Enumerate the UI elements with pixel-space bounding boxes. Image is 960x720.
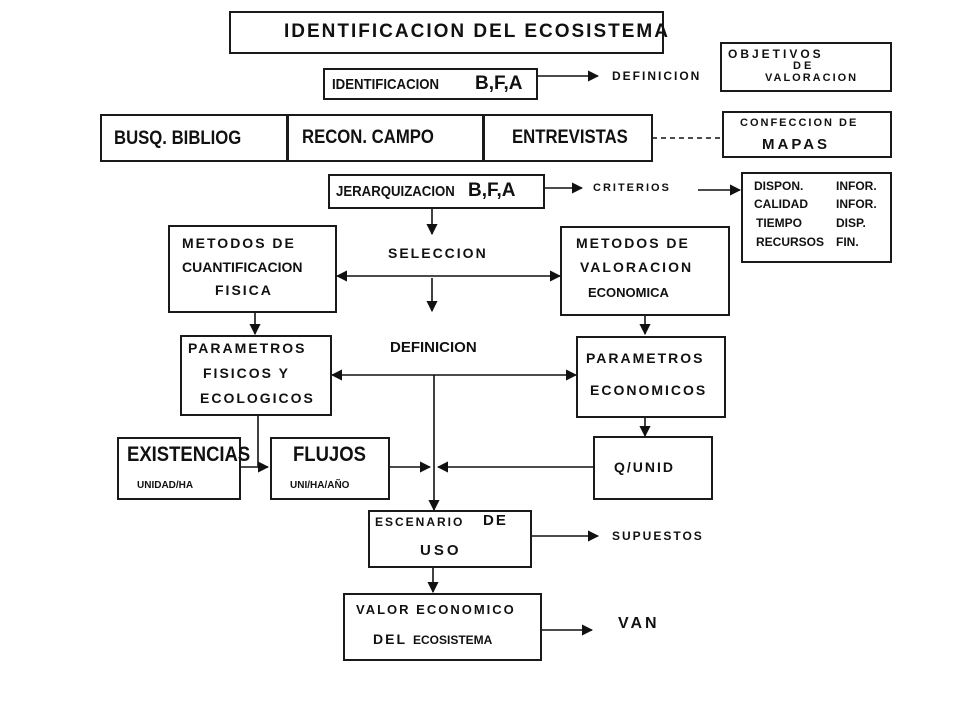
metodos-fisica-line2: CUANTIFICACION (182, 259, 303, 275)
metodos-economica-line2: VALORACION (580, 259, 694, 275)
confeccion-line1: CONFECCION DE (740, 117, 859, 129)
q-unid-label: Q/UNID (614, 459, 675, 475)
existencias-unit: UNIDAD/HA (137, 480, 194, 491)
jerarquizacion-bfa: B,F,A (468, 180, 516, 201)
criterio-2a: CALIDAD (754, 197, 808, 211)
entrevistas-box (483, 114, 653, 162)
escenario-line1b: DE (483, 512, 508, 529)
criterios-label: CRITERIOS (593, 182, 671, 194)
escenario-box (368, 510, 532, 568)
existencias-label: EXISTENCIAS (127, 443, 251, 466)
objetivos-box (720, 42, 892, 92)
criterio-4a: RECURSOS (756, 235, 825, 249)
criterio-1a: DISPON. (754, 179, 804, 193)
parametros-economicos-box (576, 336, 726, 418)
identificacion-box (323, 68, 538, 100)
valor-line1: VALOR ECONOMICO (356, 602, 516, 617)
objetivos-line1: OBJETIVOS (728, 47, 824, 61)
valor-line2b: ECOSISTEMA (413, 633, 493, 647)
flujos-unit: UNI/HA/AÑO (290, 480, 350, 491)
supuestos-label: SUPUESTOS (612, 529, 704, 543)
criterio-2b: INFOR. (836, 197, 877, 211)
parametros-economicos-line1: PARAMETROS (586, 350, 705, 366)
existencias-box (117, 437, 241, 500)
metodos-economica-box (560, 226, 730, 316)
metodos-fisica-line1: METODOS DE (182, 235, 296, 251)
confeccion-mapas-box (722, 111, 892, 158)
criterio-4b: FIN. (836, 235, 859, 249)
jerarquizacion-box (328, 174, 545, 209)
metodos-fisica-line3: FISICA (215, 282, 273, 298)
van-label: VAN (618, 615, 660, 632)
metodos-fisica-box (168, 225, 337, 313)
parametros-fisicos-line3: ECOLOGICOS (200, 390, 315, 406)
entrevistas-label: ENTREVISTAS (512, 127, 628, 148)
recon-campo-label: RECON. CAMPO (302, 127, 434, 148)
title-text: IDENTIFICACION DEL ECOSISTEMA (284, 21, 670, 42)
jerarquizacion-label: JERARQUIZACION (336, 183, 455, 200)
parametros-fisicos-box (180, 335, 332, 416)
identificacion-bfa: B,F,A (475, 73, 523, 94)
criterio-3b: DISP. (836, 216, 866, 230)
metodos-economica-line3: ECONOMICA (588, 285, 669, 300)
escenario-line2: USO (420, 542, 462, 559)
definicion-mid: DEFINICION (390, 339, 477, 356)
confeccion-line2: MAPAS (762, 136, 831, 153)
objetivos-line2: DE (793, 60, 815, 72)
flujos-label: FLUJOS (293, 443, 366, 466)
busq-biblio-box (100, 114, 288, 162)
parametros-fisicos-line2: FISICOS Y (203, 365, 290, 381)
parametros-economicos-line2: ECONOMICOS (590, 382, 708, 398)
metodos-economica-line1: METODOS DE (576, 235, 690, 251)
seleccion-label: SELECCION (388, 245, 488, 261)
criterios-box (741, 172, 892, 263)
escenario-line1: ESCENARIO (375, 515, 465, 529)
busq-biblio-label: BUSQ. BIBLIOG (114, 128, 242, 149)
q-unid-box (593, 436, 713, 500)
valor-line2a: DEL (373, 631, 407, 647)
valor-box (343, 593, 542, 661)
identificacion-label: IDENTIFICACION (332, 76, 440, 93)
recon-campo-box (287, 114, 484, 162)
objetivos-line3: VALORACION (765, 72, 859, 84)
title-box (229, 11, 664, 54)
flujos-box (270, 437, 390, 500)
criterio-1b: INFOR. (836, 179, 877, 193)
definicion-top: DEFINICION (612, 69, 702, 83)
parametros-fisicos-line1: PARAMETROS (188, 340, 307, 356)
criterio-3a: TIEMPO (756, 216, 803, 230)
